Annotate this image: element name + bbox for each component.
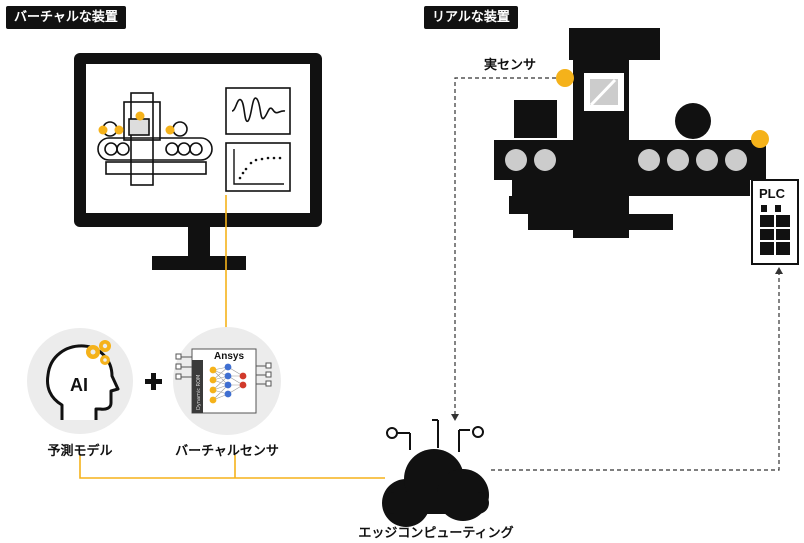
ansys-rom-card	[175, 348, 272, 414]
arrowhead-up	[775, 267, 783, 274]
real-device-tag: リアルな装置	[424, 6, 518, 29]
virtual-sensor-label: バーチャルセンサ	[175, 444, 279, 459]
virtual-sensor-dot	[114, 125, 124, 135]
edge-to-plc-line	[491, 270, 780, 471]
virtual-sensor-dot	[135, 111, 145, 121]
model-to-edge-line	[79, 455, 385, 479]
machine-window-glare	[589, 78, 617, 107]
plus-sign-h	[145, 379, 162, 384]
plc-label: PLC	[759, 186, 786, 201]
real-sensor-to-edge-line	[454, 77, 556, 418]
neural-network-icon	[209, 363, 247, 404]
virtual-device-tag: バーチャルな装置	[6, 6, 126, 29]
edge-computing-label: エッジコンピューティング	[358, 526, 514, 541]
plc-icon	[751, 179, 799, 265]
ansys-logo: Ansys	[214, 351, 244, 362]
virtual-sensor-dot	[165, 125, 175, 135]
predictive-model-label: 予測モデル	[47, 444, 113, 459]
conveyor-rollers	[505, 149, 747, 171]
dynamic-rom-label: Dynamic ROM	[196, 375, 202, 410]
scatter-plot-panel	[225, 142, 291, 192]
cloud-icon	[382, 419, 489, 527]
ai-label: AI	[70, 375, 88, 395]
virtual-sensor-dot	[98, 125, 108, 135]
waveform-panel	[225, 87, 291, 135]
real-sensor-dot	[556, 69, 574, 87]
real-sensor-dot	[751, 130, 769, 148]
arrowhead-down	[451, 414, 459, 421]
gear-icon	[86, 340, 111, 365]
real-sensor-label: 実センサ	[484, 58, 537, 73]
virtual-machine-icon	[97, 92, 213, 186]
